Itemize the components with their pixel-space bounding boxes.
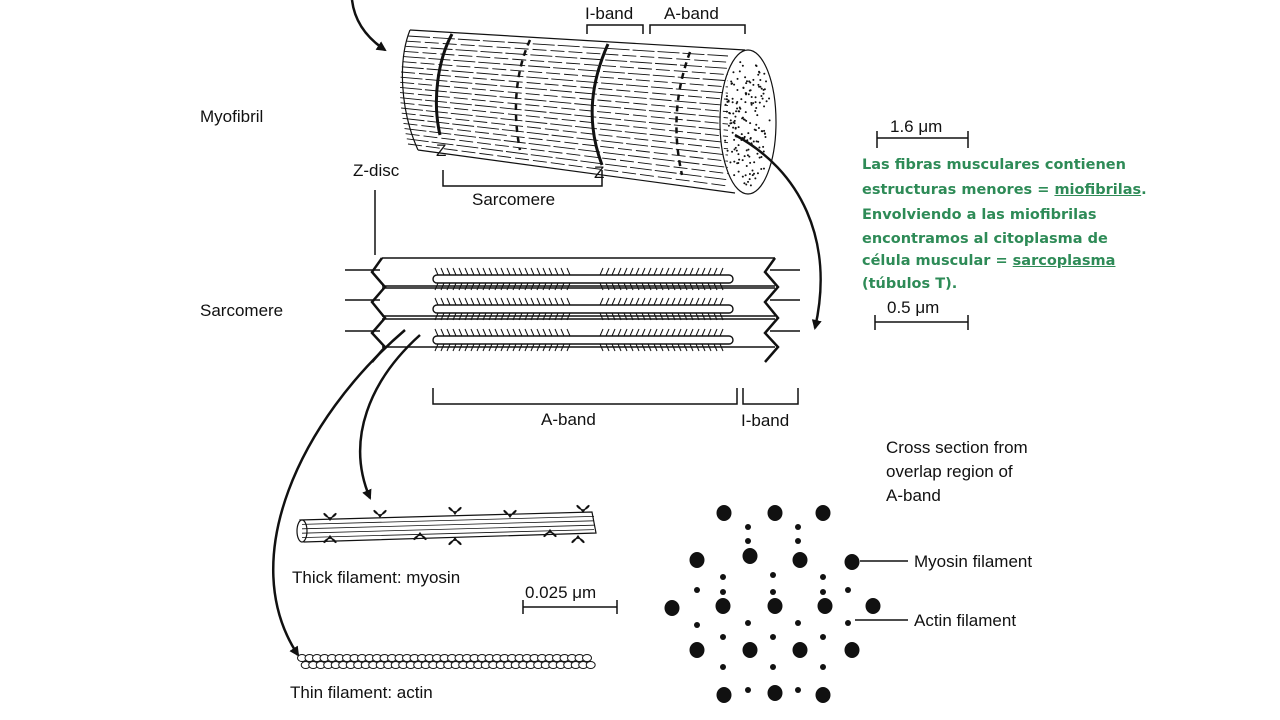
scale-0-5-um: 0.5 μm: [887, 299, 939, 316]
myofibril-label: Myofibril: [200, 108, 263, 125]
note-line-1: Las fibras musculares contienen: [862, 153, 1182, 178]
z-disc-label: Z-disc: [353, 162, 399, 179]
scale-0-025-um: 0.025 μm: [525, 584, 596, 601]
cross-section-title-1: Cross section from: [886, 439, 1028, 456]
z-label-right: Z: [594, 164, 604, 181]
myosin-filament-label: Myosin filament: [914, 553, 1032, 570]
thick-filament-label: Thick filament: myosin: [292, 569, 460, 586]
note-line-6: (túbulos T).: [862, 272, 1182, 297]
scale-1-6-um: 1.6 μm: [890, 118, 942, 135]
cross-section-title-2: overlap region of: [886, 463, 1013, 480]
sarcomere-i-band-label: I-band: [741, 412, 789, 429]
note-line-5: célula muscular = sarcoplasma: [862, 250, 1182, 272]
z-label-left: Z: [436, 142, 446, 159]
myofibril-cylinder: [400, 25, 776, 195]
thin-filament-label: Thin filament: actin: [290, 684, 433, 701]
myofibril-sarcomere-label: Sarcomere: [472, 191, 555, 208]
cross-section-dots: [665, 505, 881, 703]
thin-filament-actin: [298, 655, 596, 669]
actin-filament-label: Actin filament: [914, 612, 1016, 629]
sarcomere-label: Sarcomere: [200, 302, 283, 319]
spanish-note: Las fibras musculares contienen estructu…: [862, 153, 1182, 297]
note-line-2: estructuras menores = miofibrilas.: [862, 178, 1182, 203]
myofibril-a-band-label: A-band: [664, 5, 719, 22]
myofibril-i-band-label: I-band: [585, 5, 633, 22]
sarcomere-a-band-label: A-band: [541, 411, 596, 428]
note-line-4: encontramos al citoplasma de: [862, 228, 1182, 250]
thick-filament-myosin: [297, 506, 596, 545]
note-line-3: Envolviendo a las miofibrilas: [862, 203, 1182, 228]
cross-section-title-3: A-band: [886, 487, 941, 504]
sarcomere-drawing: [345, 258, 800, 362]
